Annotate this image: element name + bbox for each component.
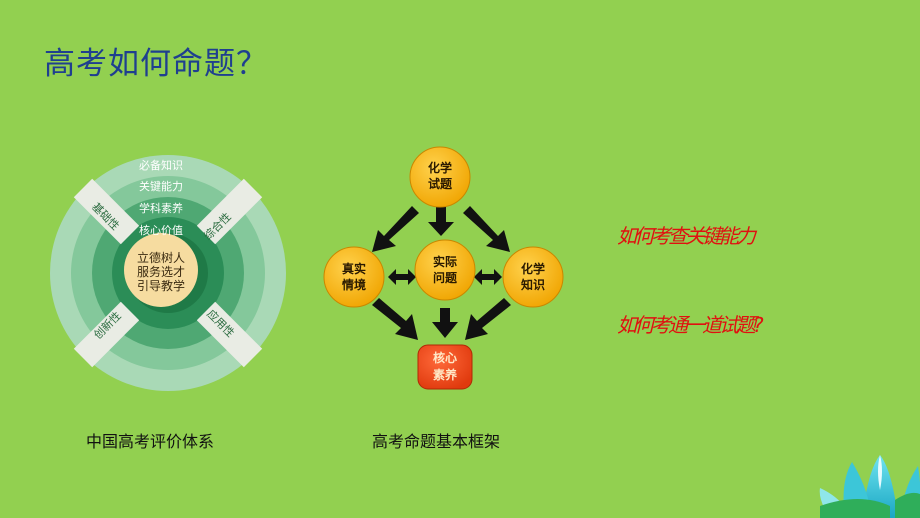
center-line-1: 立德树人 (137, 250, 185, 265)
slide-title: 高考如何命题？ (44, 46, 268, 82)
framework-caption: 高考命题基本框架 (372, 432, 501, 451)
ring-label-values: 核心价值 (139, 223, 183, 237)
node-center-line-2: 问题 (433, 270, 458, 285)
band-bottom-left (73, 301, 140, 368)
arrow-center-right (474, 269, 502, 285)
evaluation-caption: 中国高考评价体系 (86, 432, 215, 451)
node-top-line-1: 化学 (428, 160, 452, 175)
ring-label-literacy: 学科素养 (139, 201, 183, 215)
node-left (323, 246, 385, 308)
question-test-item: 如何考通一道试题? (617, 313, 764, 337)
node-top (409, 146, 471, 208)
node-left-line-1: 真实 (342, 261, 366, 276)
node-right-line-1: 化学 (521, 261, 545, 276)
arrow-left-to-bottom (372, 298, 418, 340)
node-left-line-2: 情境 (342, 277, 366, 292)
node-top-line-2: 试题 (428, 176, 453, 191)
arrow-top-to-left (372, 206, 419, 252)
question-ability: 如何考查关键能力 (617, 224, 756, 248)
framework-diagram: 化学 试题 真实 情境 实际 问题 化学 知识 核心 素养 (323, 146, 564, 390)
arrow-top-to-center (428, 204, 454, 236)
node-bottom (417, 344, 473, 390)
center-line-3: 引导教学 (137, 278, 185, 293)
node-center (414, 239, 476, 301)
node-bottom-line-2: 素养 (433, 367, 457, 382)
framework-arrows (372, 204, 511, 340)
arrow-left-center (388, 269, 416, 285)
band-top-left (73, 178, 140, 245)
ring-label-knowledge: 必备知识 (139, 158, 183, 172)
lotus-decoration-icon (819, 455, 920, 518)
ring-label-ability: 关键能力 (139, 179, 183, 193)
evaluation-wheel: 立德树人 服务选才 引导教学 必备知识 关键能力 学科素养 核心价值 基础性 综… (50, 155, 286, 391)
arrow-top-to-right (463, 206, 510, 252)
node-bottom-line-1: 核心 (433, 350, 457, 365)
arrow-center-to-bottom (432, 308, 458, 338)
wheel-center (124, 233, 198, 307)
node-right-line-2: 知识 (520, 277, 545, 292)
arrow-right-to-bottom (465, 298, 511, 340)
center-line-2: 服务选才 (137, 264, 185, 279)
node-center-line-1: 实际 (433, 254, 457, 269)
band-bottom-right (196, 301, 263, 368)
node-right (502, 246, 564, 308)
band-top-right (196, 178, 263, 245)
